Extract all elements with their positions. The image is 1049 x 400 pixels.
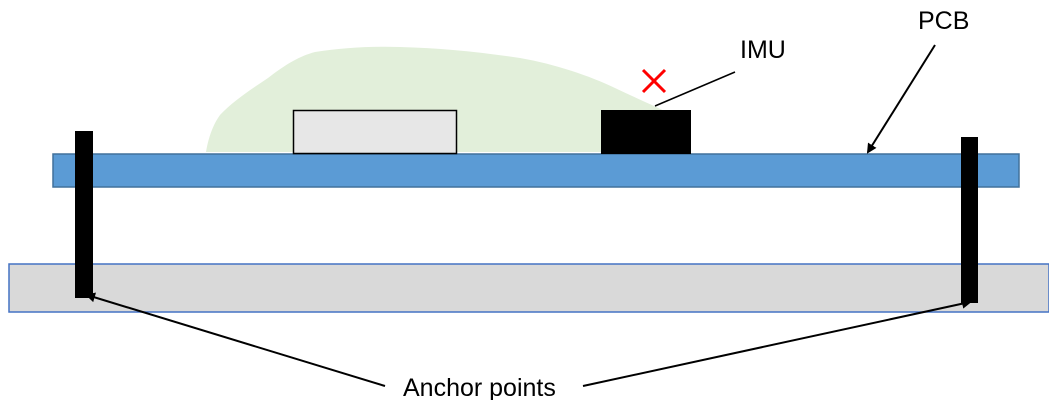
imu-leader-line [654,71,736,107]
component-box [292,109,458,155]
imu-chip [601,110,691,154]
base-plate [8,263,1049,313]
anchor-post-right [961,137,978,303]
pcb-arrow [866,44,936,154]
anchor-post-left [75,131,93,298]
imu-label: IMU [740,36,786,64]
anchor-arrow-left [85,292,386,387]
anchor-arrow-right [582,298,972,387]
pcb-label: PCB [918,7,969,35]
anchor-points-label: Anchor points [403,374,556,400]
pcb-board [52,153,1020,188]
x-mark-icon [641,68,667,94]
